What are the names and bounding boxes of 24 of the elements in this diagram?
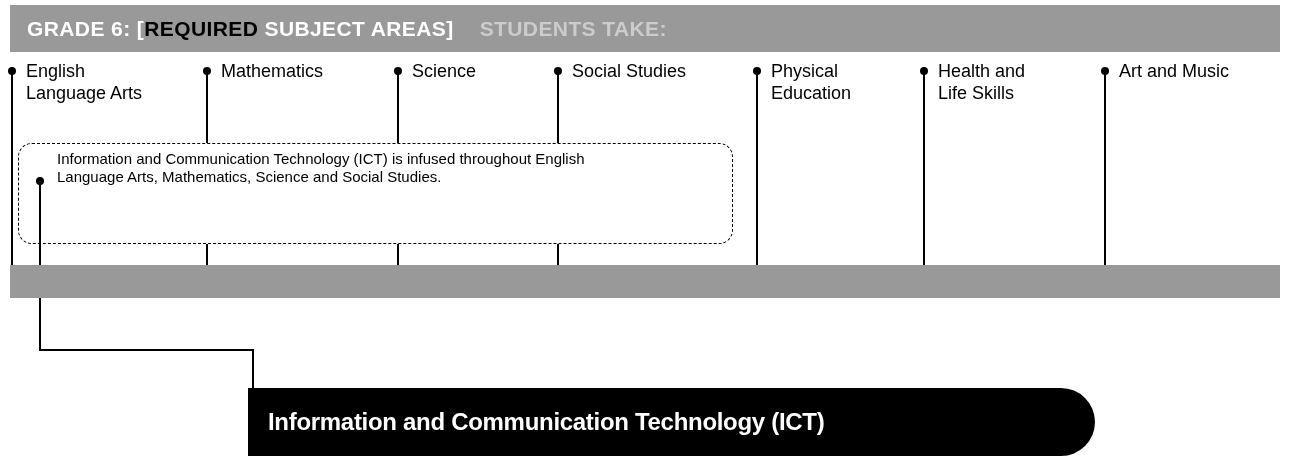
connector-line — [554, 67, 562, 144]
ict-banner: Information and Communication Technology (ICT) — [248, 388, 1095, 456]
subject-label: Art and Music — [1103, 60, 1283, 82]
connector-line — [920, 67, 928, 266]
connector-line — [36, 177, 44, 266]
connector-line — [8, 67, 16, 266]
connector-line — [203, 67, 211, 144]
header-title: GRADE 6: [REQUIRED SUBJECT AREAS] — [27, 16, 454, 41]
connector-line — [39, 297, 254, 389]
subject-label: English Language Arts — [10, 60, 158, 104]
note-box: Information and Communication Technology (ICT) is infused throughout English Language Arts, Mathematics, Science and Social Studies. — [18, 143, 733, 244]
header-band — [10, 5, 1280, 52]
subject-label: Mathematics — [205, 60, 385, 82]
subject-label: Social Studies — [556, 60, 746, 82]
subject-label: Physical Education — [755, 60, 885, 104]
connector-line — [397, 243, 399, 266]
subject-label: Science — [396, 60, 546, 82]
timeline-bar — [10, 265, 1280, 298]
connector-line — [557, 243, 559, 266]
connector-line — [394, 67, 402, 144]
connector-line — [1101, 67, 1109, 266]
connector-line — [206, 243, 208, 266]
connector-line — [753, 67, 761, 266]
subject-label: Health and Life Skills — [922, 60, 1052, 104]
